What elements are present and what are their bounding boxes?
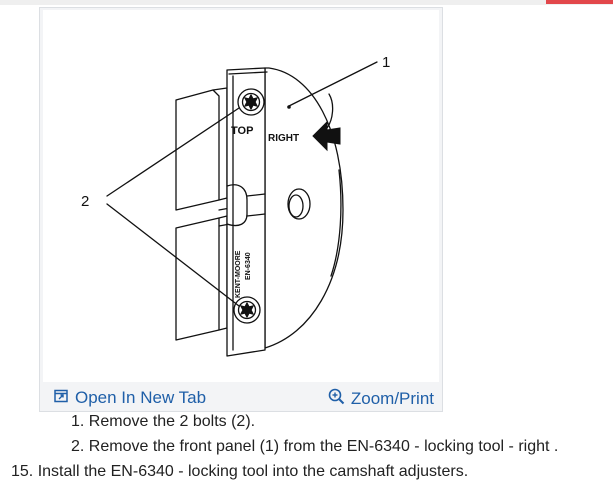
bolt-upper-icon bbox=[237, 88, 265, 116]
figure-panel: TOP RIGHT KENT-MOORE EN-6340 1 2 Open In… bbox=[39, 7, 443, 412]
tool-label-maker: KENT-MOORE bbox=[235, 250, 242, 298]
substep-2-number: 2. bbox=[71, 438, 85, 455]
locking-tool-illustration: TOP RIGHT KENT-MOORE EN-6340 1 2 bbox=[43, 10, 439, 382]
open-in-new-tab-link[interactable]: Open In New Tab bbox=[54, 388, 206, 408]
zoom-print-label: Zoom/Print bbox=[350, 389, 434, 408]
tool-back-block-upper bbox=[175, 89, 220, 211]
tool-main-body bbox=[226, 67, 266, 357]
top-divider bbox=[0, 0, 613, 5]
panel-hole bbox=[287, 188, 311, 220]
leader-line-lower-bolt bbox=[106, 203, 240, 307]
zoom-in-icon bbox=[328, 388, 345, 410]
tool-label-right: RIGHT bbox=[268, 133, 299, 144]
leader-line-panel bbox=[288, 61, 378, 107]
top-accent-bar bbox=[546, 0, 613, 4]
figure-footer: Open In New Tab Zoom/Print bbox=[40, 382, 442, 412]
step-15-text: Install the EN-6340 - locking tool into … bbox=[37, 463, 469, 480]
substep-1-text: Remove the 2 bolts (2). bbox=[88, 413, 256, 430]
substep-2-text: Remove the front panel (1) from the EN-6… bbox=[88, 438, 559, 455]
callout-1: 1 bbox=[382, 54, 390, 71]
direction-arrow-icon bbox=[312, 120, 341, 152]
substep-1-number: 1. bbox=[71, 413, 85, 430]
tool-label-part: EN-6340 bbox=[245, 252, 252, 280]
tool-back-block-lower bbox=[175, 217, 220, 341]
bolt-lower-icon bbox=[233, 296, 261, 324]
zoom-print-link[interactable]: Zoom/Print bbox=[328, 388, 434, 410]
leader-line-upper-bolt bbox=[106, 107, 240, 197]
tool-label-top: TOP bbox=[231, 125, 253, 137]
substep-2: 2. Remove the front panel (1) from the E… bbox=[71, 438, 558, 456]
open-in-new-tab-label: Open In New Tab bbox=[75, 388, 207, 407]
step-15-number: 15. bbox=[11, 463, 34, 480]
front-panel-outline bbox=[264, 67, 344, 349]
open-new-tab-icon bbox=[54, 388, 69, 408]
callout-2: 2 bbox=[81, 193, 89, 210]
locking-tool-drawing: TOP RIGHT KENT-MOORE EN-6340 1 2 bbox=[81, 54, 390, 357]
step-15: 15. Install the EN-6340 - locking tool i… bbox=[11, 463, 468, 481]
substep-1: 1. Remove the 2 bolts (2). bbox=[71, 413, 255, 431]
